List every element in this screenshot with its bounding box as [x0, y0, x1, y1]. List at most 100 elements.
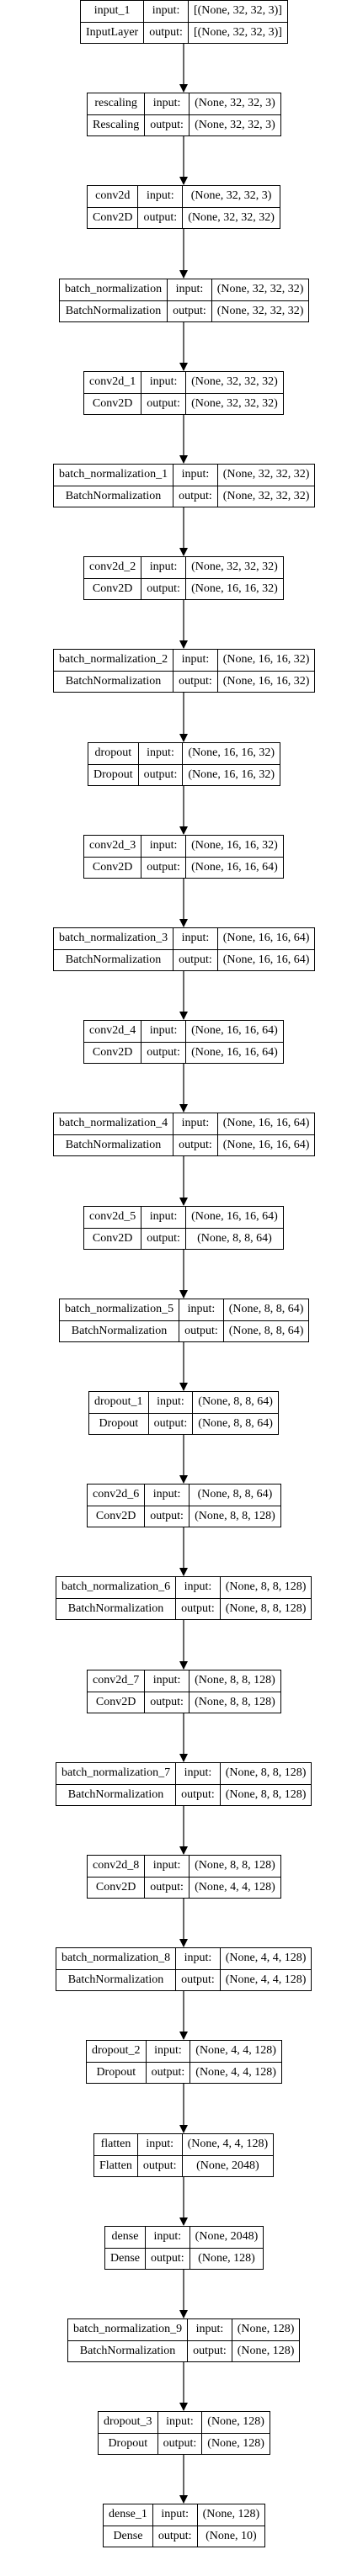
shape-cell: (None, 32, 32, 32)(None, 32, 32, 32) [217, 465, 315, 507]
io-label-cell: input:output: [137, 2134, 183, 2176]
input-shape: (None, 32, 32, 32) [185, 557, 283, 579]
output-shape: (None, 4, 4, 128) [195, 2065, 276, 2079]
output-label: output: [149, 25, 183, 39]
output-label: output: [150, 1880, 184, 1893]
input-label: input: [176, 1948, 220, 1970]
output-shape: (None, 10) [206, 2529, 257, 2542]
io-label-cell: input:output: [145, 93, 190, 135]
shape-cell: (None, 32, 32, 3)(None, 32, 32, 32) [183, 186, 280, 228]
shape-cell: (None, 16, 16, 32)(None, 16, 16, 64) [185, 836, 283, 878]
io-label-cell: input:output: [173, 928, 218, 970]
output-label: output: [142, 2159, 177, 2172]
layer-name: dropout_1 [89, 1392, 148, 1414]
io-label-cell: input: output: [141, 1021, 186, 1063]
output-label: output: [150, 1509, 184, 1522]
input-label: input: [176, 1763, 220, 1785]
layer-name: input_1 [81, 1, 144, 23]
input-label: input: [173, 1113, 217, 1135]
shape-cell: (None, 16, 16, 64)(None, 8, 8, 64) [185, 1207, 283, 1249]
io-label-cell: input:output: [141, 372, 186, 414]
input-label: input: [145, 1485, 189, 1506]
output-label: output: [173, 304, 206, 317]
layer-name: batch_normalization_5 [60, 1299, 179, 1321]
layer-type: Dropout [93, 767, 133, 781]
shape-cell: (None, 8, 8, 64)(None, 8, 8, 64) [193, 1392, 278, 1434]
input-shape: (None, 8, 8, 128) [189, 1856, 280, 1878]
input-label: input: [146, 2227, 190, 2249]
shape-cell: (None, 32, 32, 3)(None, 32, 32, 3) [189, 93, 280, 135]
output-shape: (None, 8, 8, 128) [225, 1601, 307, 1615]
input-shape: (None, 128) [197, 2504, 265, 2526]
layer-name: dropout [88, 743, 138, 765]
input-shape: (None, 32, 32, 32) [185, 372, 283, 394]
layer-type: BatchNormalization [79, 2344, 176, 2357]
io-label-cell: input:output: [141, 1207, 186, 1249]
input-shape: (None, 16, 16, 64) [185, 1207, 283, 1229]
output-label: output: [163, 2436, 197, 2450]
output-label: output: [147, 1045, 180, 1059]
io-label-cell: input:output: [148, 1392, 194, 1434]
shape-cell: (None, 128) (None, 10) [197, 2504, 265, 2547]
input-shape: (None, 32, 32, 32) [211, 279, 309, 301]
input-shape: (None, 16, 16, 32) [185, 836, 283, 858]
shape-cell: (None, 16, 16, 32)(None, 16, 16, 32) [183, 743, 280, 785]
shape-cell: (None, 32, 32, 32)(None, 32, 32, 32) [211, 279, 309, 321]
shape-cell: (None, 4, 4, 128)(None, 2048) [182, 2134, 274, 2176]
layer-type: BatchNormalization [67, 1787, 164, 1801]
io-label-cell: input:output: [176, 1577, 221, 1619]
layer-type: BatchNormalization [65, 674, 162, 688]
input-shape: (None, 16, 16, 32) [217, 650, 315, 672]
input-label: input: [141, 1021, 185, 1043]
output-label: output: [184, 1324, 218, 1337]
io-label-cell: input: output: [173, 650, 218, 692]
output-shape: (None, 16, 16, 64) [222, 953, 310, 966]
layer-type: BatchNormalization [65, 1138, 162, 1151]
shape-cell: (None, 16, 16, 64)(None, 16, 16, 64) [217, 928, 315, 970]
input-shape: (None, 128) [232, 2319, 300, 2341]
layer-type: Conv2D [92, 582, 133, 595]
output-label: output: [179, 674, 212, 688]
layer-type: Conv2D [92, 860, 133, 874]
io-label-cell: input:output: [157, 2412, 203, 2454]
layer-type: BatchNormalization [67, 1601, 164, 1615]
input-shape: (None, 16, 16, 64) [185, 1021, 283, 1043]
input-shape: (None, 8, 8, 64) [223, 1299, 309, 1321]
output-label: output: [147, 582, 180, 595]
io-label-cell: input:output: [176, 1948, 221, 1990]
layer-name: conv2d_6 [88, 1485, 145, 1506]
layer-type: Conv2D [92, 1045, 133, 1059]
input-shape: (None, 16, 16, 64) [217, 1113, 315, 1135]
input-label: input: [173, 650, 217, 672]
input-label: input: [141, 836, 185, 858]
output-shape: (None, 8, 8, 128) [195, 1509, 275, 1522]
